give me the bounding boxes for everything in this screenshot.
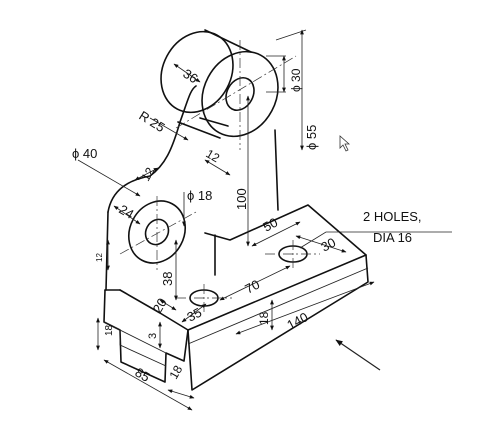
dim-100: 100 [234, 188, 249, 210]
dim-phi55: ϕ 55 [304, 125, 319, 150]
base-block [103, 204, 369, 391]
holes-note: 2 HOLES, DIA 16 [363, 209, 422, 245]
dim-85: 85 [133, 365, 153, 385]
holes-note-line2: DIA 16 [373, 230, 412, 245]
dim-24: 24 [117, 202, 137, 222]
dim-36: 36 [180, 66, 200, 86]
mouse-cursor-icon [339, 135, 351, 152]
dim-30: 30 [318, 235, 338, 255]
dim-20: 20 [150, 295, 170, 315]
dim-50: 50 [260, 215, 280, 235]
dim-12-upper: 12 [138, 165, 157, 184]
dim-70: 70 [242, 277, 262, 297]
dim-phi40: ϕ 40 [72, 146, 97, 161]
dimension-lines [77, 29, 452, 411]
dim-38: 38 [160, 272, 175, 286]
dim-12-left: 12 [95, 253, 104, 262]
dim-phi18: ϕ 18 [187, 188, 212, 203]
dim-18-left: 18 [104, 324, 115, 336]
dim-35: 35 [184, 305, 204, 325]
dim-r25: R 25 [136, 108, 167, 135]
dim-phi30: ϕ 30 [289, 68, 303, 92]
dim-3: 3 [147, 333, 159, 339]
holes-note-line1: 2 HOLES, [363, 209, 422, 224]
dim-140: 140 [284, 309, 310, 332]
dim-18-bottom: 18 [166, 363, 185, 382]
dim-18-side: 18 [257, 311, 271, 325]
upper-boss [160, 29, 279, 139]
dim-12-mid: 12 [204, 146, 223, 165]
center-lines [119, 40, 320, 312]
